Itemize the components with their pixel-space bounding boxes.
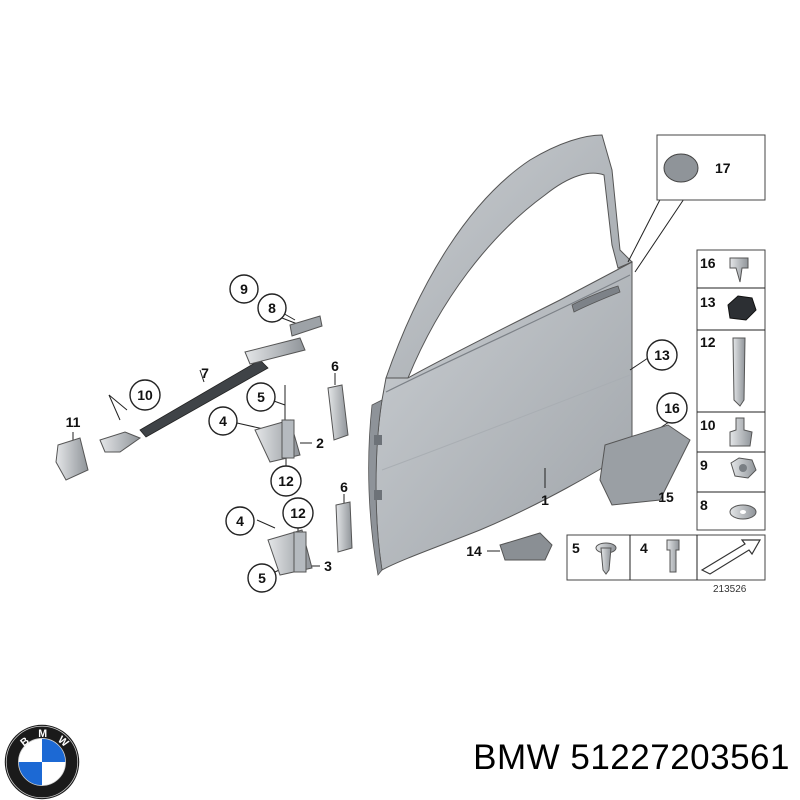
- callouts: 9 8 7 10 11 5 4 2 12 6 6 12 4 3 5 1 13 1…: [66, 274, 688, 593]
- callout-11: 11: [66, 414, 81, 430]
- bracket-part-6-lower: [335, 501, 353, 553]
- callout-13: 13: [654, 347, 670, 363]
- callout-7: 7: [201, 365, 209, 381]
- inset-part-17: 17: [656, 134, 766, 201]
- callout-15: 15: [658, 489, 674, 505]
- callout-5-lower: 5: [258, 570, 266, 586]
- door-check-strap: [99, 315, 323, 453]
- fastener-9: 9: [700, 457, 708, 473]
- fastener-4: 4: [640, 540, 648, 556]
- callout-8: 8: [268, 300, 276, 316]
- door-shell: [368, 134, 633, 576]
- fastener-13: 13: [700, 294, 716, 310]
- callout-12-lower: 12: [290, 505, 306, 521]
- lower-hinge: [267, 529, 313, 576]
- drawing-number: 213526: [713, 584, 747, 595]
- callout-5-upper: 5: [257, 389, 265, 405]
- bottom-fastener-row: 5 4 213526: [566, 534, 766, 595]
- callout-6-upper: 6: [331, 358, 339, 374]
- fastener-column: 16 13 12 10 9 8: [696, 249, 766, 531]
- bmw-roundel-icon: B M W: [4, 724, 80, 800]
- bracket-part-6-upper: [327, 384, 349, 441]
- callout-4-upper: 4: [219, 413, 227, 429]
- callout-9: 9: [240, 281, 248, 297]
- part-caption: BMW 51227203561: [473, 738, 790, 777]
- upper-hinge: [254, 419, 301, 463]
- callout-4-lower: 4: [236, 513, 244, 529]
- fastener-16: 16: [700, 255, 716, 271]
- callout-12-upper: 12: [278, 473, 294, 489]
- pad-part-15: [599, 424, 691, 506]
- clip-part-14: [499, 532, 553, 561]
- callout-16: 16: [664, 400, 680, 416]
- callout-3: 3: [324, 558, 332, 574]
- fastener-8: 8: [700, 497, 708, 513]
- callout-14: 14: [466, 543, 482, 559]
- arrow-icon: [700, 539, 762, 575]
- callout-1: 1: [541, 492, 549, 508]
- bracket-part-11: [55, 437, 89, 481]
- callout-10: 10: [137, 387, 153, 403]
- fastener-12: 12: [700, 334, 716, 350]
- fastener-10: 10: [700, 417, 716, 433]
- callout-2: 2: [316, 435, 324, 451]
- callout-6-lower: 6: [340, 479, 348, 495]
- svg-text:M: M: [38, 728, 47, 740]
- fastener-5: 5: [572, 540, 580, 556]
- inset-17-label: 17: [715, 160, 731, 176]
